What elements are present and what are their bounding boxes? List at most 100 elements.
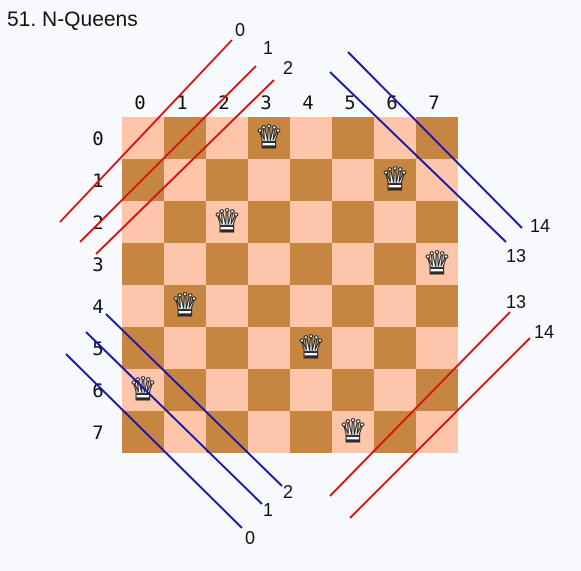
board-square — [122, 117, 164, 159]
column-label: 5 — [344, 92, 355, 114]
diagonal-label: 13 — [506, 246, 526, 266]
board-square — [248, 243, 290, 285]
board-square — [164, 285, 206, 327]
board-square — [332, 159, 374, 201]
board-square — [248, 201, 290, 243]
board-square — [374, 243, 416, 285]
diagonal-line — [347, 51, 523, 229]
board-square — [374, 117, 416, 159]
page-title: 51. N-Queens — [7, 8, 138, 31]
board-square — [164, 327, 206, 369]
row-label: 0 — [92, 128, 103, 150]
board-square — [248, 327, 290, 369]
column-label: 4 — [302, 92, 313, 114]
board-square — [206, 369, 248, 411]
board-square — [416, 369, 458, 411]
diagonal-label: 13 — [506, 292, 526, 312]
row-label: 6 — [92, 380, 103, 402]
board-square — [164, 411, 206, 453]
diagonal-line — [85, 331, 263, 505]
row-label: 3 — [92, 254, 103, 276]
queen-icon: ♛ — [255, 118, 284, 156]
board-square — [416, 243, 458, 285]
column-label: 1 — [176, 92, 187, 114]
board-square — [206, 243, 248, 285]
board-square — [416, 285, 458, 327]
column-label: 7 — [428, 92, 439, 114]
board-square — [374, 369, 416, 411]
board-square — [332, 243, 374, 285]
board-square — [164, 243, 206, 285]
board-square — [374, 159, 416, 201]
column-label: 0 — [134, 92, 145, 114]
board-square — [374, 327, 416, 369]
board-square — [206, 159, 248, 201]
board-square — [332, 201, 374, 243]
board-square — [122, 327, 164, 369]
board-square — [416, 159, 458, 201]
queen-icon: ♛ — [423, 244, 452, 282]
board-square — [290, 117, 332, 159]
board-square — [122, 369, 164, 411]
diagonal-label: 1 — [263, 500, 273, 520]
queen-icon: ♛ — [339, 412, 368, 450]
board-square — [290, 243, 332, 285]
board-square — [248, 285, 290, 327]
queen-icon: ♛ — [171, 286, 200, 324]
diagonal-line — [59, 39, 233, 223]
diagonal-line — [105, 313, 283, 487]
board-square — [290, 201, 332, 243]
board-square — [332, 327, 374, 369]
column-label: 3 — [260, 92, 271, 114]
diagonal-line — [329, 71, 507, 243]
board-square — [332, 411, 374, 453]
row-label: 7 — [92, 422, 103, 444]
diagonal-label: 0 — [245, 528, 255, 548]
board-square — [248, 369, 290, 411]
board-square — [416, 201, 458, 243]
board-square — [248, 117, 290, 159]
diagonal-label: 2 — [283, 482, 293, 502]
board-square — [122, 285, 164, 327]
diagonal-line — [349, 337, 531, 519]
board-square — [122, 411, 164, 453]
diagonal-label: 14 — [530, 216, 550, 236]
board-square — [122, 243, 164, 285]
board-square — [332, 285, 374, 327]
diagonal-label: 1 — [263, 38, 273, 58]
board-square — [374, 411, 416, 453]
board-square — [290, 159, 332, 201]
diagonal-line — [95, 79, 275, 255]
column-label: 6 — [386, 92, 397, 114]
board-square — [290, 369, 332, 411]
board-square — [374, 201, 416, 243]
column-label: 2 — [218, 92, 229, 114]
row-label: 5 — [92, 338, 103, 360]
queen-icon: ♛ — [297, 328, 326, 366]
board-square — [248, 411, 290, 453]
board-square — [248, 159, 290, 201]
diagonal-label: 14 — [534, 322, 554, 342]
board-square — [290, 327, 332, 369]
diagonal-line — [79, 65, 257, 243]
board-square — [206, 117, 248, 159]
diagonal-label: 2 — [283, 58, 293, 78]
chessboard: ♛♛♛♛♛♛♛♛ — [122, 117, 458, 453]
board-square — [206, 201, 248, 243]
board-square — [416, 327, 458, 369]
queen-icon: ♛ — [213, 202, 242, 240]
board-square — [416, 117, 458, 159]
board-square — [332, 117, 374, 159]
board-square — [374, 285, 416, 327]
board-square — [290, 411, 332, 453]
row-label: 4 — [92, 296, 103, 318]
board-square — [206, 327, 248, 369]
diagonal-label: 0 — [235, 20, 245, 40]
queen-icon: ♛ — [381, 160, 410, 198]
board-square — [332, 369, 374, 411]
diagonal-line — [65, 353, 243, 529]
board-square — [290, 285, 332, 327]
board-square — [164, 201, 206, 243]
